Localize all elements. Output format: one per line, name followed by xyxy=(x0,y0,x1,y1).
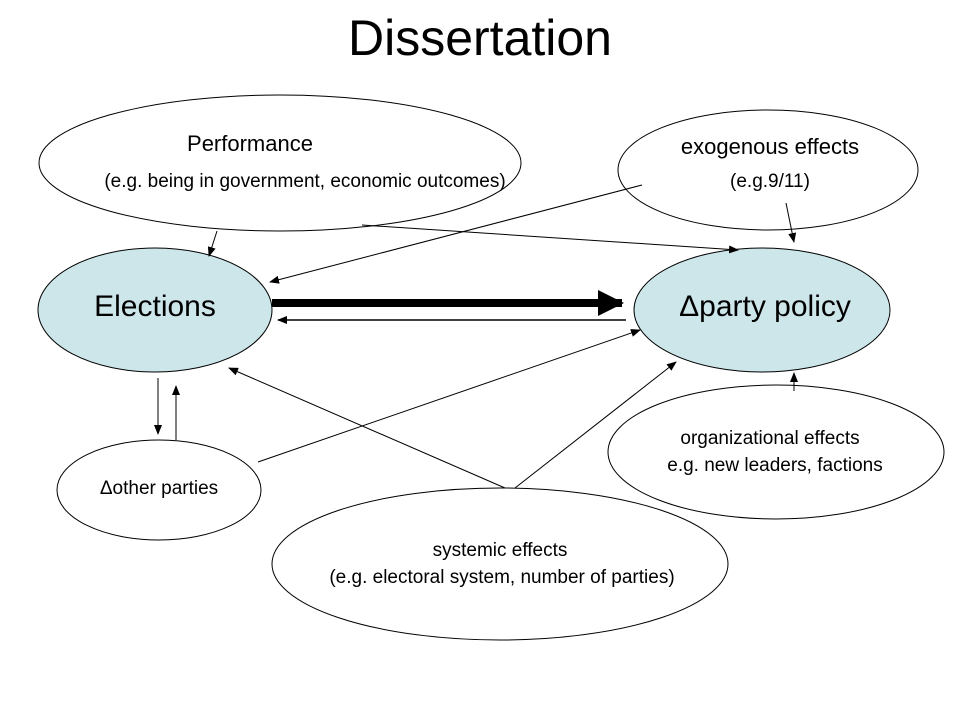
party-policy-label: Δparty policy xyxy=(679,290,851,323)
systemic-sublabel: (e.g. electoral system, number of partie… xyxy=(329,567,675,588)
exogenous-to-elections-arrow xyxy=(269,184,643,284)
elections-label: Elections xyxy=(94,290,216,323)
systemic-node xyxy=(271,487,729,641)
other-parties-node xyxy=(56,439,262,541)
organizational-node xyxy=(607,384,945,520)
organizational-label: organizational effects xyxy=(680,428,860,449)
other-parties-label: Δother parties xyxy=(99,478,219,499)
systemic-to-elections-arrow xyxy=(228,367,506,489)
systemic-label: systemic effects xyxy=(432,540,568,561)
party-policy-node xyxy=(633,247,891,373)
elections-node xyxy=(37,247,273,373)
other-parties-to-policy-arrow xyxy=(257,329,641,463)
exogenous-sublabel: (e.g.9/11) xyxy=(730,171,810,192)
exogenous-node xyxy=(617,109,919,231)
performance-sublabel: (e.g. being in government, economic outc… xyxy=(104,171,506,192)
performance-to-elections-arrow xyxy=(207,230,218,257)
performance-label: Performance xyxy=(187,131,313,156)
diagram-title: Dissertation xyxy=(348,10,612,66)
performance-to-policy-arrow xyxy=(361,224,739,254)
performance-node xyxy=(38,94,522,232)
exogenous-label: exogenous effects xyxy=(680,134,860,159)
organizational-sublabel: e.g. new leaders, factions xyxy=(667,455,883,476)
exogenous-to-policy-arrow xyxy=(785,202,797,243)
systemic-to-policy-arrow xyxy=(514,361,677,489)
